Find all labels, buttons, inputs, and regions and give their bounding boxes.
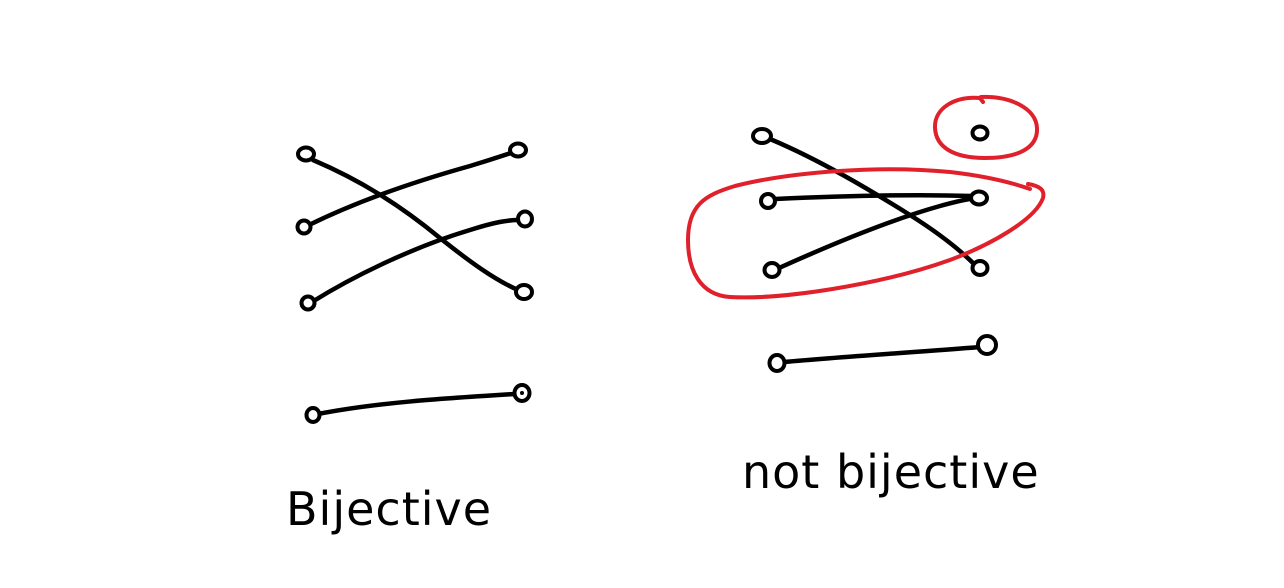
codomain-node-b4-dot [520,391,524,395]
domain-node-a1 [296,145,316,163]
codomain-node-b1 [970,124,990,142]
codomain-node-b3 [970,259,990,277]
edge-a1-b3 [767,136,977,267]
codomain-node-b2 [969,189,989,207]
codomain-node-b2 [516,209,534,229]
edge-a1-b3 [310,157,521,293]
caption-bijective: Bijective [286,482,492,536]
edge-a4-b4 [781,344,983,365]
domain-node-a2 [295,218,313,236]
domain-node-a1 [751,127,773,145]
domain-node-a4 [304,406,322,424]
domain-node-a3 [762,261,782,279]
edge-a2-b1 [306,150,514,228]
edge-a4-b4 [315,391,518,417]
edge-a3-b2 [309,217,522,305]
domain-node-a4 [767,353,787,373]
codomain-node-b1 [508,141,528,159]
codomain-node-b4 [976,334,998,356]
bijective-diagram: Bijective [286,141,534,536]
caption-not-bijective: not bijective [742,445,1040,499]
highlight-shared-target-pair [686,167,1046,300]
not-bijective-diagram: not bijective [686,94,1046,499]
codomain-node-b3 [514,283,534,301]
edge-a3-b2 [776,195,979,271]
domain-node-a2 [759,192,777,210]
edge-a2-b2 [772,192,975,202]
domain-node-a3 [299,294,317,312]
highlight-unmapped-target [932,94,1040,160]
